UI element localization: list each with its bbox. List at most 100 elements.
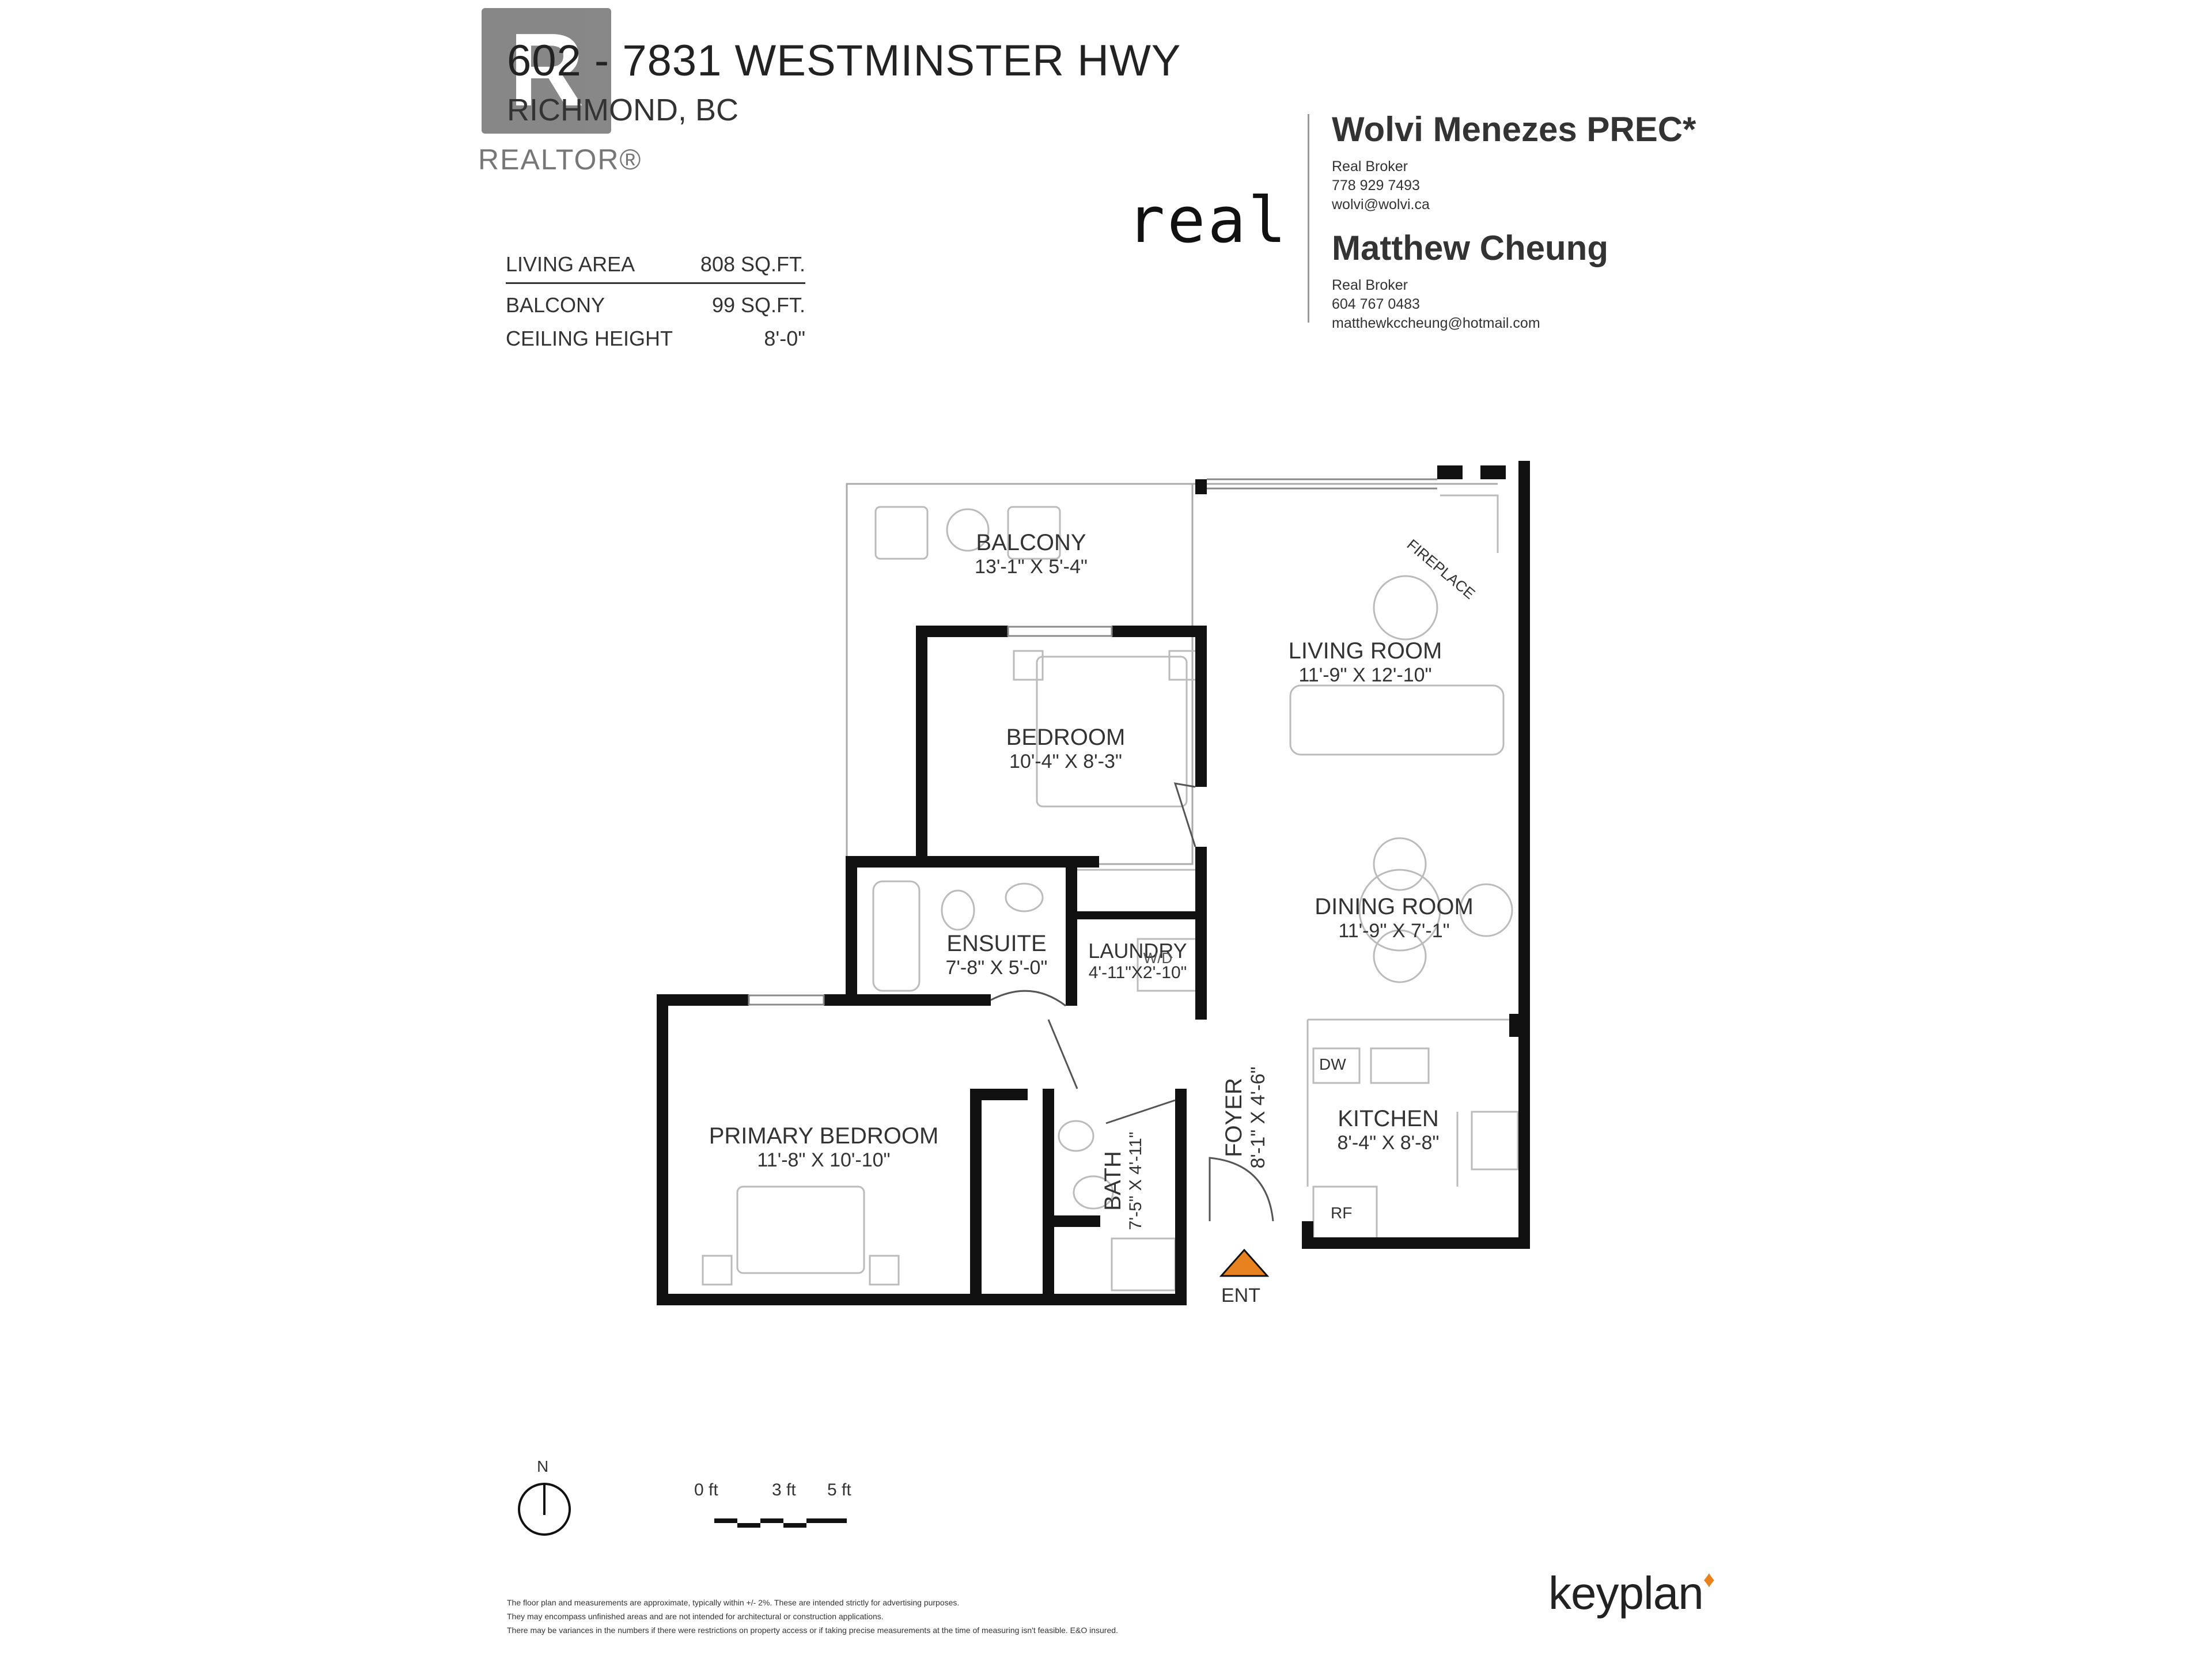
scale-label: 5 ft — [827, 1480, 851, 1499]
room-dimensions: 11'-9" X 12'-10" — [1298, 664, 1432, 686]
agent-phone[interactable]: 778 929 7493 — [1332, 177, 1420, 194]
room-bath: BATH 7'-5" X 4'-11" — [1100, 1123, 1158, 1238]
bathtub-icon — [872, 880, 921, 992]
balcony-chair-icon — [1007, 506, 1061, 560]
room-name: ENSUITE — [946, 931, 1047, 956]
area-label: CEILING HEIGHT — [506, 327, 673, 350]
room-balcony: BALCONY 13'-1" X 5'-4" — [956, 530, 1106, 578]
room-name: BATH — [1100, 1151, 1126, 1211]
balcony-table-icon — [946, 508, 990, 552]
dining-chair-icon — [1373, 837, 1427, 891]
room-name: PRIMARY BEDROOM — [709, 1123, 939, 1149]
fireplace-icon — [1440, 494, 1499, 553]
room-dimensions: 11'-8" X 10'-10" — [757, 1149, 891, 1171]
room-dimensions: 7'-5" X 4'-11" — [1126, 1131, 1145, 1230]
primary-bed-icon — [736, 1185, 865, 1274]
kitchen-sink-icon — [1370, 1047, 1430, 1084]
entry-label: ENT — [1221, 1285, 1260, 1306]
door-swing — [990, 990, 1066, 1007]
agent-card: Matthew Cheung Real Broker 604 767 0483 … — [1332, 228, 1608, 333]
nightstand-icon — [1168, 650, 1199, 681]
dishwasher-label: DW — [1319, 1055, 1346, 1073]
room-foyer: FOYER 8'-1" X 4'-6" — [1221, 1043, 1279, 1192]
entry-marker-icon — [1219, 1248, 1270, 1277]
room-dimensions: 10'-4" X 8'-3" — [1009, 751, 1122, 772]
agent-card: Wolvi Menezes PREC* Real Broker 778 929 … — [1332, 109, 1696, 214]
room-name: BALCONY — [976, 530, 1086, 555]
agent-name: Wolvi Menezes PREC* — [1332, 110, 1696, 149]
room-dimensions: 11'-9" X 7'-1" — [1338, 920, 1450, 942]
agent-name: Matthew Cheung — [1332, 229, 1608, 267]
disclaimer-line: They may encompass unfinished areas and … — [507, 1612, 884, 1621]
shower-icon — [1111, 1237, 1176, 1291]
room-dimensions: 8'-1" X 4'-6" — [1247, 1066, 1269, 1169]
area-row: LIVING AREA 808 SQ.FT. — [506, 247, 805, 284]
scale-label: 0 ft — [694, 1480, 718, 1499]
scale-bar — [714, 1518, 847, 1528]
agent-phone[interactable]: 604 767 0483 — [1332, 296, 1420, 312]
room-ensuite: ENSUITE 7'-8" X 5'-0" — [933, 931, 1060, 979]
nightstand-icon — [702, 1255, 733, 1286]
entry-door[interactable] — [1209, 1157, 1274, 1222]
compass-icon — [518, 1483, 571, 1536]
doors — [990, 782, 1274, 1222]
header-divider — [1308, 114, 1309, 323]
sink-icon — [1005, 882, 1044, 912]
room-dimensions: 8'-4" X 8'-8" — [1337, 1132, 1440, 1154]
disclaimer-line: There may be variances in the numbers if… — [507, 1626, 1118, 1635]
room-dimensions: 7'-8" X 5'-0" — [945, 957, 1048, 979]
listing-address: 602 - 7831 WESTMINSTER HWY — [507, 36, 1181, 85]
area-label: BALCONY — [506, 293, 605, 317]
walls — [657, 461, 1530, 1305]
room-dining: DINING ROOM 11'-9" X 7'-1" — [1290, 894, 1498, 942]
room-dimensions: 4'-11"X2'-10" — [1088, 963, 1187, 982]
room-primary-bedroom: PRIMARY BEDROOM 11'-8" X 10'-10" — [697, 1123, 950, 1172]
lamp-icon — [1373, 575, 1438, 641]
dining-chair-icon — [1373, 929, 1427, 983]
room-name: BEDROOM — [1006, 725, 1126, 750]
door-swing — [1105, 1099, 1176, 1124]
door-swing — [1047, 1019, 1078, 1089]
area-label: LIVING AREA — [506, 252, 635, 276]
keyplan-logo-text: keyplan — [1548, 1567, 1704, 1619]
room-name: LIVING ROOM — [1288, 638, 1442, 664]
agent-email[interactable]: matthewkccheung@hotmail.com — [1332, 315, 1540, 331]
room-name: FOYER — [1221, 1078, 1247, 1157]
keyplan-flame-icon: ♦ — [1703, 1567, 1715, 1592]
area-row: BALCONY 99 SQ.FT. — [506, 289, 805, 322]
sink-icon — [1058, 1120, 1094, 1152]
bed-icon — [1036, 656, 1188, 808]
sofa-icon — [1289, 684, 1505, 756]
realtor-label: REALTOR® — [478, 143, 642, 176]
scale-label: 3 ft — [772, 1480, 796, 1499]
agent-title: Real Broker — [1332, 158, 1408, 175]
dining-chair-icon — [1459, 883, 1513, 937]
disclaimer: The floor plan and measurements are appr… — [507, 1596, 1118, 1637]
keyplan-logo: keyplan♦ — [1548, 1567, 1715, 1620]
room-laundry: LAUNDRY 4'-11"X2'-10" — [1077, 939, 1198, 983]
windows — [748, 478, 1437, 1006]
balcony-chair-icon — [874, 506, 929, 560]
door-swing — [1173, 782, 1196, 847]
agent-email[interactable]: wolvi@wolvi.ca — [1332, 196, 1430, 213]
listing-city: RICHMOND, BC — [507, 93, 738, 127]
agent-title: Real Broker — [1332, 277, 1408, 293]
nightstand-icon — [869, 1255, 900, 1286]
brokerage-logo: real — [1127, 183, 1289, 257]
disclaimer-line: The floor plan and measurements are appr… — [507, 1598, 960, 1607]
area-value: 99 SQ.FT. — [711, 293, 805, 317]
fridge-label: RF — [1331, 1204, 1353, 1222]
washer-dryer-label: W/D — [1143, 949, 1173, 967]
room-bedroom: BEDROOM 10'-4" X 8'-3" — [979, 725, 1152, 773]
furniture — [702, 494, 1519, 1291]
area-table: LIVING AREA 808 SQ.FT. BALCONY 99 SQ.FT.… — [506, 247, 805, 355]
dining-table-icon — [1358, 869, 1441, 952]
room-dimensions: 13'-1" X 5'-4" — [975, 556, 1088, 578]
area-row: CEILING HEIGHT 8'-0" — [506, 322, 805, 355]
room-name: KITCHEN — [1338, 1106, 1439, 1131]
nightstand-icon — [1013, 650, 1044, 681]
realtor-logo: R — [482, 8, 611, 134]
dishwasher-icon — [1312, 1047, 1361, 1084]
area-value: 808 SQ.FT. — [700, 252, 805, 276]
